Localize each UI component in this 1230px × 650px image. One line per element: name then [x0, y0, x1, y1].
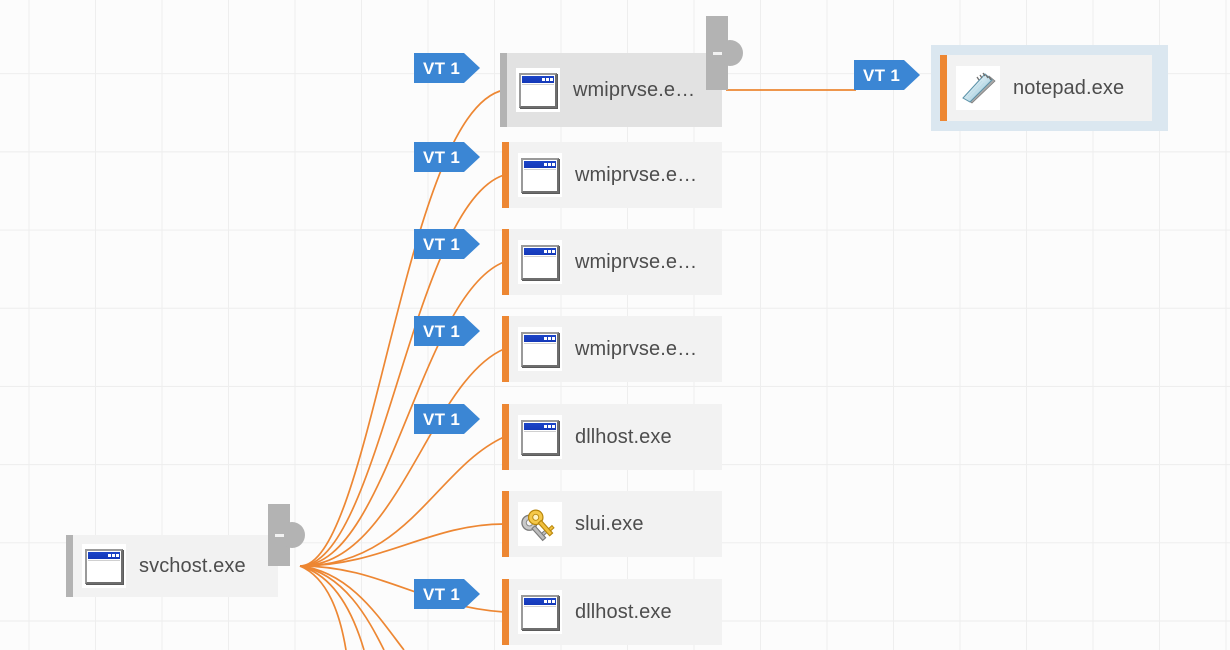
vt-badge-label: VT 1: [423, 584, 461, 604]
vt-badge-label: VT 1: [863, 65, 901, 85]
edge-svchost-dllhost-1: [299, 436, 505, 567]
edge-svchost-offscreen-1: [299, 565, 405, 650]
node-body[interactable]: svchost.exe: [73, 535, 278, 597]
node-label: wmiprvse.e…: [575, 250, 698, 273]
vt-badge-arrow: [464, 229, 481, 259]
vt-badge-wmiprvse-2[interactable]: VT 1: [414, 142, 481, 172]
node-label: slui.exe: [575, 512, 644, 535]
node-accent-bar: [502, 316, 509, 382]
node-body[interactable]: notepad.exe: [947, 55, 1152, 121]
node-body[interactable]: dllhost.exe: [509, 579, 722, 645]
vt-badge-label: VT 1: [423, 234, 461, 254]
vt-badge-wmiprvse-3[interactable]: VT 1: [414, 229, 481, 259]
node-label: wmiprvse.e…: [575, 163, 698, 186]
collapse-handle-wmiprvse-1[interactable]: [706, 16, 743, 90]
process-node-wmiprvse-3[interactable]: wmiprvse.e…: [502, 229, 722, 295]
node-accent-bar: [502, 491, 509, 557]
node-accent-bar: [502, 579, 509, 645]
vt-badge-arrow: [464, 579, 481, 609]
node-accent-bar: [502, 229, 509, 295]
process-node-wmiprvse-4[interactable]: wmiprvse.e…: [502, 316, 722, 382]
node-accent-bar: [940, 55, 947, 121]
vt-badge-label: VT 1: [423, 58, 461, 78]
node-accent-bar: [66, 535, 73, 597]
edge-svchost-offscreen-3: [299, 565, 365, 650]
node-accent-bar: [500, 53, 507, 127]
notepad-icon: [956, 66, 1000, 110]
vt-badge-wmiprvse-1[interactable]: VT 1: [414, 53, 481, 83]
node-label: dllhost.exe: [575, 600, 672, 623]
window-icon: [516, 68, 560, 112]
process-node-wmiprvse-2[interactable]: wmiprvse.e…: [502, 142, 722, 208]
process-node-wmiprvse-1[interactable]: wmiprvse.e…: [500, 53, 722, 127]
vt-badge-dllhost-1[interactable]: VT 1: [414, 404, 481, 434]
window-icon: [82, 544, 126, 588]
process-node-dllhost-2[interactable]: dllhost.exe: [502, 579, 722, 645]
node-label: wmiprvse.e…: [575, 337, 698, 360]
vt-badge-arrow: [464, 53, 481, 83]
vt-badge-arrow: [464, 142, 481, 172]
vt-badge-label: VT 1: [423, 147, 461, 167]
node-label: svchost.exe: [139, 554, 246, 577]
vt-badge-notepad[interactable]: VT 1: [854, 60, 921, 90]
minus-icon: [274, 533, 284, 537]
node-body[interactable]: wmiprvse.e…: [507, 53, 722, 127]
node-body[interactable]: wmiprvse.e…: [509, 142, 722, 208]
node-body[interactable]: wmiprvse.e…: [509, 229, 722, 295]
edge-svchost-wmiprvse-4: [299, 348, 505, 567]
node-accent-bar: [502, 142, 509, 208]
window-icon: [518, 327, 562, 371]
window-icon: [518, 153, 562, 197]
window-icon: [518, 590, 562, 634]
vt-badge-label: VT 1: [423, 409, 461, 429]
process-node-notepad[interactable]: notepad.exe: [940, 55, 1152, 121]
process-node-svchost[interactable]: svchost.exe: [66, 535, 278, 597]
process-node-slui[interactable]: slui.exe: [502, 491, 722, 557]
vt-badge-dllhost-2[interactable]: VT 1: [414, 579, 481, 609]
node-label: dllhost.exe: [575, 425, 672, 448]
vt-badge-arrow: [464, 316, 481, 346]
vt-badge-wmiprvse-4[interactable]: VT 1: [414, 316, 481, 346]
collapse-handle-svchost[interactable]: [268, 504, 305, 566]
node-body[interactable]: slui.exe: [509, 491, 722, 557]
node-label: wmiprvse.e…: [573, 78, 696, 101]
edge-svchost-offscreen-4: [299, 565, 347, 650]
edge-svchost-offscreen-2: [299, 565, 385, 650]
node-accent-bar: [502, 404, 509, 470]
edge-svchost-slui: [299, 523, 505, 567]
node-body[interactable]: dllhost.exe: [509, 404, 722, 470]
vt-badge-arrow: [904, 60, 921, 90]
node-label: notepad.exe: [1013, 76, 1125, 99]
process-node-dllhost-1[interactable]: dllhost.exe: [502, 404, 722, 470]
window-icon: [518, 415, 562, 459]
key-icon: [518, 502, 562, 546]
window-icon: [518, 240, 562, 284]
minus-icon: [712, 51, 722, 55]
node-body[interactable]: wmiprvse.e…: [509, 316, 722, 382]
vt-badge-arrow: [464, 404, 481, 434]
vt-badge-label: VT 1: [423, 321, 461, 341]
